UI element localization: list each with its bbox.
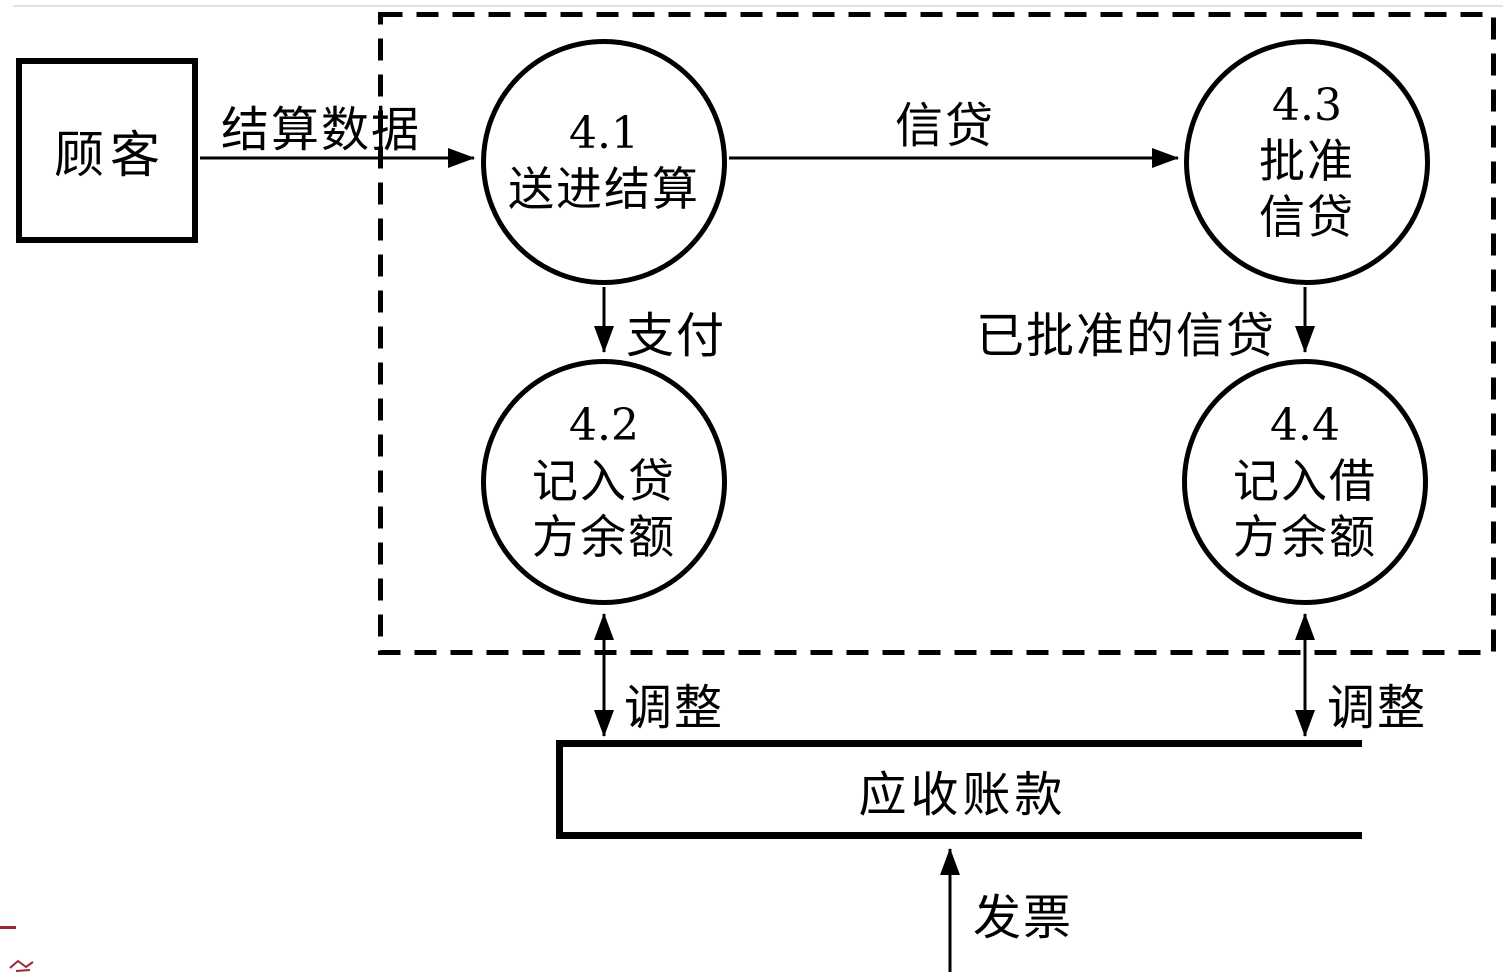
process-name: 方余额 — [532, 509, 676, 564]
external-entity-label: 顾客 — [54, 125, 166, 184]
flow-label-settlement-data: 结算数据 — [220, 102, 421, 158]
process-4-4: 4.4 记入借 方余额 — [1182, 359, 1428, 605]
process-4-2: 4.2 记入贷 方余额 — [481, 359, 727, 605]
process-4-3: 4.3 批准 信贷 — [1184, 39, 1430, 285]
flow-label-approved-credit: 已批准的信贷 — [976, 308, 1277, 364]
flow-label-payment: 支付 — [626, 308, 727, 364]
process-name: 记入借 — [1233, 453, 1377, 508]
red-ink-line-artifact — [0, 926, 16, 929]
data-store-accounts-receivable: 应收账款 — [556, 740, 1362, 839]
process-name: 信贷 — [1259, 189, 1355, 244]
process-name: 送进结算 — [508, 161, 700, 216]
flow-label-invoice: 发票 — [973, 890, 1074, 946]
process-number: 4.4 — [1270, 400, 1340, 452]
red-ink-glyph-artifact — [9, 959, 34, 972]
process-name: 批准 — [1259, 133, 1355, 188]
process-4-1: 4.1 送进结算 — [481, 39, 727, 285]
process-number: 4.1 — [569, 108, 639, 160]
process-number: 4.3 — [1272, 80, 1342, 132]
scan-edge-line — [13, 5, 1503, 7]
process-name: 方余额 — [1233, 509, 1377, 564]
process-number: 4.2 — [569, 400, 639, 452]
data-store-label: 应收账款 — [858, 766, 1067, 823]
external-entity-customer: 顾客 — [16, 58, 198, 243]
flow-label-adjust-left: 调整 — [624, 680, 725, 736]
process-name: 记入贷 — [532, 453, 676, 508]
flow-label-adjust-right: 调整 — [1327, 680, 1428, 736]
system-boundary-dashed-box — [378, 12, 1496, 655]
flow-label-credit: 信贷 — [894, 98, 995, 154]
